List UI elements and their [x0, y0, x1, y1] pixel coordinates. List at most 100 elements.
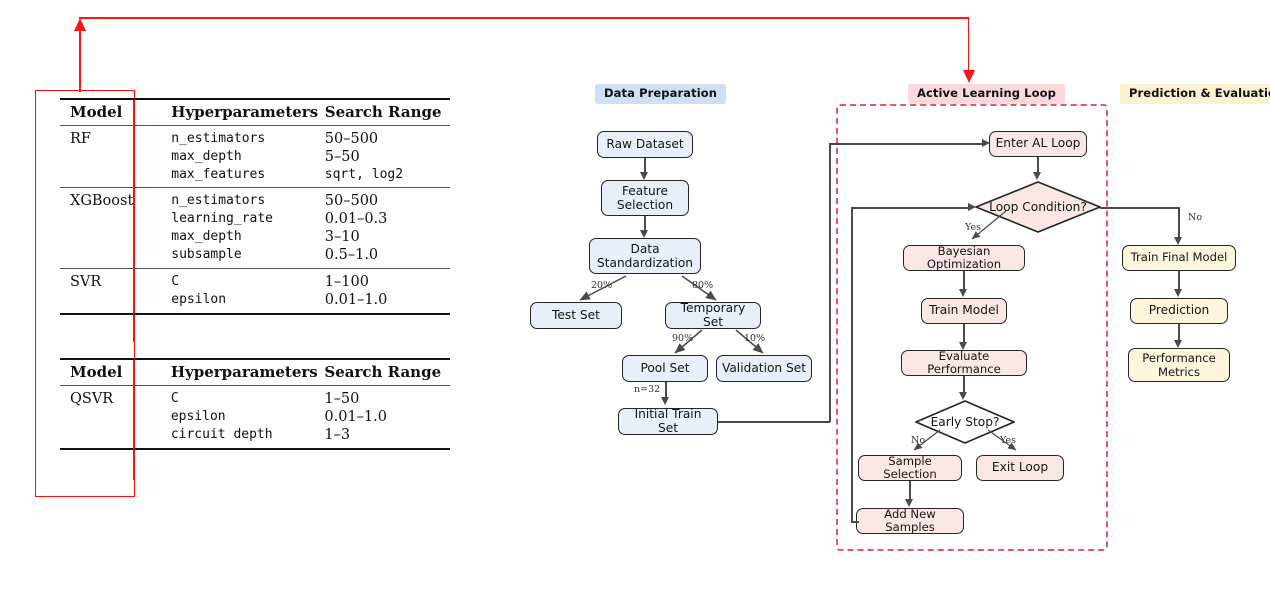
table1-param: max_depth: [171, 149, 242, 164]
table1-range: 0.01–1.0: [324, 292, 388, 308]
table2-header-hyper: Hyperparameters: [170, 363, 318, 381]
table-row: XGBoost n_estimators 50–500: [60, 187, 450, 211]
edge-label-pool-split: 90%: [672, 333, 694, 344]
edge-condition-yes-to-bayesian: [971, 210, 1007, 240]
edge-final-to-prediction: [1178, 271, 1180, 289]
decision-early-stop-shape: [915, 400, 1015, 444]
annotation-arrow-vertical-left: [79, 30, 81, 92]
edge-bayesian-to-train: [963, 271, 965, 289]
edge-loopback-vertical: [851, 207, 853, 522]
table1-range: 0.01–0.3: [324, 211, 388, 227]
edge-condition-no-vertical: [1178, 207, 1180, 237]
phase-label-active-learning: Active Learning Loop: [908, 84, 1065, 104]
table1-param: n_estimators: [171, 131, 266, 146]
edge-label-temp-split: 80%: [692, 280, 714, 291]
edge-label-early-stop-yes: Yes: [1000, 435, 1016, 446]
table2-param: circuit depth: [170, 427, 273, 442]
edge-sample-to-addnew: [909, 481, 911, 499]
decision-early-stop[interactable]: Early Stop?: [915, 400, 1015, 444]
table-row: subsample 0.5–1.0: [60, 246, 450, 269]
table-row: learning_rate 0.01–0.3: [60, 210, 450, 228]
arrowhead-prediction-to-metrics: [1174, 340, 1182, 348]
phase-label-data-preparation: Data Preparation: [595, 84, 727, 104]
node-train-final-model[interactable]: Train Final Model: [1122, 245, 1236, 271]
edge-feature-to-standardization: [644, 216, 646, 230]
annotation-arrowhead-down: [962, 70, 975, 83]
node-test-set[interactable]: Test Set: [530, 302, 622, 329]
arrowhead-initial-to-al: [982, 139, 990, 147]
decision-loop-condition[interactable]: Loop Condition?: [975, 181, 1101, 233]
node-pool-set[interactable]: Pool Set: [622, 355, 708, 382]
edge-pool-to-initial: [665, 382, 667, 398]
edge-label-test-split: 20%: [591, 280, 613, 291]
edge-enter-to-condition: [1037, 157, 1039, 173]
node-prediction[interactable]: Prediction: [1130, 298, 1228, 324]
node-performance-metrics[interactable]: Performance Metrics: [1128, 348, 1230, 382]
table-row: circuit depth 1–3: [60, 426, 450, 449]
edge-label-validation-split: 10%: [744, 333, 766, 344]
edge-label-initial-sample-n: n=32: [634, 384, 661, 395]
table1-param: subsample: [171, 247, 242, 262]
arrowhead-evaluate-to-earlystop: [959, 392, 967, 400]
table-row: SVR C 1–100: [60, 268, 450, 292]
table2-header-model: Model: [70, 363, 123, 381]
edge-label-early-stop-no: No: [911, 435, 926, 446]
edge-initial-to-al-vertical: [829, 143, 831, 422]
node-sample-selection[interactable]: Sample Selection: [858, 454, 962, 481]
arrowhead-bayesian-to-train: [959, 289, 967, 297]
table1-param: max_features: [171, 167, 266, 182]
edge-earlystop-branches: [913, 429, 1017, 451]
annotation-arrow-horizontal: [79, 17, 969, 19]
arrowhead-feature-to-standardization: [640, 230, 648, 238]
node-data-standardization[interactable]: Data Standardization: [589, 238, 701, 274]
annotation-arrowhead-up: [74, 18, 86, 31]
table-row: epsilon 0.01–1.0: [60, 408, 450, 426]
node-temporary-set[interactable]: Temporary Set: [665, 301, 761, 329]
edge-loopback-horizontal-top: [851, 207, 969, 209]
node-bayesian-optimization[interactable]: Bayesian Optimization: [903, 244, 1025, 271]
quantum-model-table: Model Hyperparameters Search Range QSVR …: [60, 358, 450, 450]
edge-initial-to-al-horizontal-bottom: [718, 421, 830, 423]
edge-prediction-to-metrics: [1178, 324, 1180, 340]
table1-range: 1–100: [324, 274, 369, 290]
table-row: epsilon 0.01–1.0: [60, 291, 450, 314]
node-enter-al-loop[interactable]: Enter AL Loop: [989, 131, 1087, 157]
edge-train-to-evaluate: [963, 324, 965, 342]
table1-model-rf: RF: [70, 131, 91, 147]
table1-param: n_estimators: [171, 193, 266, 208]
edge-label-loop-no: No: [1188, 212, 1203, 223]
table1-range: 0.5–1.0: [324, 247, 379, 263]
node-validation-set[interactable]: Validation Set: [716, 355, 812, 382]
table-row: max_depth 5–50: [60, 148, 450, 166]
arrowhead-enter-to-condition: [1033, 172, 1041, 180]
node-evaluate-performance[interactable]: Evaluate Performance: [901, 349, 1027, 376]
table2-range: 0.01–1.0: [324, 409, 387, 425]
active-learning-loop-region: [836, 104, 1108, 551]
table1-header-range: Search Range: [324, 103, 442, 121]
annotation-model-column-box: [35, 90, 135, 497]
arrowhead-pool-to-initial: [661, 397, 669, 405]
table1-header-hyper: Hyperparameters: [171, 103, 319, 121]
node-exit-loop[interactable]: Exit Loop: [976, 455, 1064, 481]
table1-range: 3–10: [324, 229, 360, 245]
arrowhead-train-to-evaluate: [959, 342, 967, 350]
table2-model-qsvr: QSVR: [70, 391, 114, 407]
table2-column-divider: [133, 360, 134, 480]
table1-range: 50–500: [324, 193, 379, 209]
edge-initial-to-al-horizontal-top: [829, 143, 983, 145]
arrowhead-final-to-prediction: [1174, 289, 1182, 297]
decision-loop-condition-label: Loop Condition?: [989, 200, 1087, 214]
node-train-model[interactable]: Train Model: [921, 298, 1007, 324]
table1-model-svr: SVR: [70, 274, 102, 290]
table1-param: max_depth: [171, 229, 242, 244]
table-row: RF n_estimators 50–500: [60, 125, 450, 149]
node-add-new-samples[interactable]: Add New Samples: [856, 507, 964, 534]
table1-range: 50–500: [324, 131, 379, 147]
table2-range: 1–3: [324, 427, 351, 443]
table-row: max_depth 3–10: [60, 228, 450, 246]
node-raw-dataset[interactable]: Raw Dataset: [597, 131, 693, 158]
arrowhead-condition-no: [1174, 237, 1182, 245]
node-feature-selection[interactable]: Feature Selection: [601, 180, 689, 216]
node-initial-train-set[interactable]: Initial Train Set: [618, 407, 718, 435]
phase-label-prediction-evaluation: Prediction & Evaluation: [1120, 84, 1270, 104]
